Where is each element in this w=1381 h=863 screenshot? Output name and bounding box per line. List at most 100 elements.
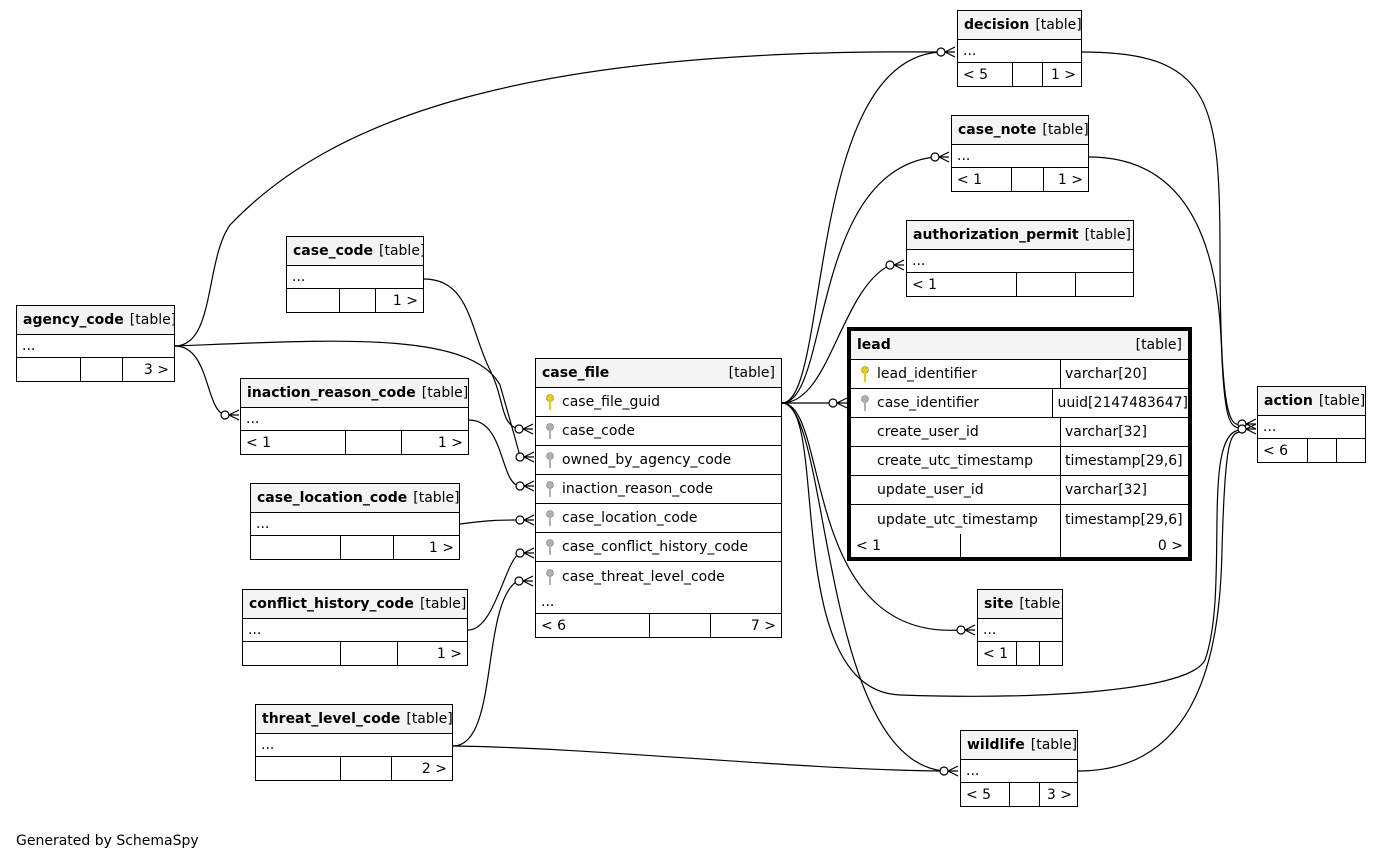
table-name: threat_level_code xyxy=(262,711,401,727)
child-count: 1 > xyxy=(1057,171,1083,188)
table-inaction-reason-code[interactable]: inaction_reason_code[table] ... < 1 1 > xyxy=(240,378,469,455)
table-lead[interactable]: lead [table] lead_identifier varchar[20] ca… xyxy=(847,327,1192,561)
column-type: timestamp[29,6] xyxy=(1065,453,1183,469)
table-case-note[interactable]: case_note[table] ... < 1 1 > xyxy=(951,115,1089,192)
table-type-label: [table] xyxy=(1019,596,1062,612)
table-type-label: [table] xyxy=(406,711,452,727)
column-count xyxy=(341,536,394,559)
collapsed-columns: ... xyxy=(978,619,1062,642)
collapsed-columns: ... xyxy=(958,40,1081,63)
column-row: case_code xyxy=(536,417,781,446)
foreign-key-icon xyxy=(540,537,560,557)
column-row: lead_identifier varchar[20] xyxy=(851,360,1188,389)
table-case-code[interactable]: case_code[table] ... 1 > xyxy=(286,236,424,313)
column-type: varchar[20] xyxy=(1065,366,1147,382)
crows-foot-marker-case-file-agency xyxy=(515,451,535,463)
child-count xyxy=(1337,439,1365,462)
column-row: case_threat_level_code xyxy=(536,562,781,591)
foreign-key-icon xyxy=(540,450,560,470)
column-count xyxy=(1308,439,1337,462)
table-name: action xyxy=(1264,393,1313,409)
table-authorization-permit[interactable]: authorization_permit[table] ... < 1 xyxy=(906,220,1134,297)
table-name: case_code xyxy=(293,243,374,259)
column-count xyxy=(1010,783,1040,806)
column-count xyxy=(346,431,402,454)
column-name: case_identifier xyxy=(877,395,980,411)
table-type-label: [table] xyxy=(379,243,423,259)
parent-count xyxy=(17,358,81,381)
table-footer: < 5 3 > xyxy=(961,783,1077,806)
column-name: case_conflict_history_code xyxy=(562,539,749,555)
table-footer: < 5 1 > xyxy=(958,63,1081,86)
table-name: wildlife xyxy=(967,737,1025,753)
crows-foot-marker-case-file-location xyxy=(515,514,535,526)
column-row: owned_by_agency_code xyxy=(536,446,781,475)
crows-foot-marker-inaction-reason xyxy=(220,409,240,421)
collapsed-columns: ... xyxy=(17,335,174,358)
table-wildlife[interactable]: wildlife[table] ... < 5 3 > xyxy=(960,730,1078,807)
table-name: site xyxy=(984,596,1014,612)
crows-foot-marker-decision xyxy=(936,46,956,58)
table-footer: < 1 xyxy=(907,273,1133,296)
column-name: update_user_id xyxy=(877,482,984,498)
table-threat-level-code[interactable]: threat_level_code[table] ... 2 > xyxy=(255,704,453,781)
table-conflict-history-code[interactable]: conflict_history_code[table] ... 1 > xyxy=(242,589,468,666)
table-action[interactable]: action[table] ... < 6 xyxy=(1257,386,1366,463)
column-row: create_utc_timestamp timestamp[29,6] xyxy=(851,447,1188,476)
column-name: lead_identifier xyxy=(877,366,977,382)
foreign-key-icon xyxy=(540,567,560,587)
table-footer: < 6 xyxy=(1258,439,1365,462)
parent-count xyxy=(251,536,341,559)
table-footer: < 1 0 > xyxy=(851,534,1188,557)
child-count: 1 > xyxy=(428,539,454,556)
collapsed-columns: ... xyxy=(907,250,1133,273)
child-count: 7 > xyxy=(750,617,776,634)
table-type-label: [table] xyxy=(1135,337,1182,353)
table-decision[interactable]: decision[table] ... < 5 1 > xyxy=(957,10,1082,87)
table-agency-code[interactable]: agency_code[table] ... 3 > xyxy=(16,305,175,382)
table-type-label: [table] xyxy=(1084,227,1131,243)
no-key-spacer xyxy=(855,422,875,442)
table-footer: < 6 7 > xyxy=(536,614,781,637)
generated-by-footer: Generated by SchemaSpy xyxy=(16,833,199,849)
column-count xyxy=(341,642,398,665)
table-footer: < 1 1 > xyxy=(952,168,1088,191)
child-count: 1 > xyxy=(1050,66,1076,83)
table-case-location-code[interactable]: case_location_code[table] ... 1 > xyxy=(250,483,460,560)
no-key-spacer xyxy=(855,510,875,530)
column-name: create_user_id xyxy=(877,424,979,440)
column-name: create_utc_timestamp xyxy=(877,453,1034,469)
collapsed-columns: ... xyxy=(243,619,467,642)
table-name: conflict_history_code xyxy=(249,596,414,612)
column-count xyxy=(1017,273,1076,296)
child-count: 1 > xyxy=(392,292,418,309)
table-name: decision xyxy=(964,17,1030,33)
column-row: case_conflict_history_code xyxy=(536,533,781,562)
child-count: 3 > xyxy=(143,361,169,378)
parent-count: < 1 xyxy=(241,431,346,454)
column-name: case_threat_level_code xyxy=(562,568,725,585)
parent-count: < 1 xyxy=(907,273,1017,296)
crows-foot-marker-action-a xyxy=(1237,418,1257,430)
table-name: lead xyxy=(857,337,891,353)
table-footer: 1 > xyxy=(251,536,459,559)
crows-foot-marker-wildlife xyxy=(939,765,959,777)
column-count xyxy=(1017,642,1040,665)
column-type: uuid[2147483647] xyxy=(1057,395,1188,411)
column-count xyxy=(81,358,123,381)
table-site[interactable]: site[table] ... < 1 xyxy=(977,589,1063,666)
child-count: 3 > xyxy=(1046,786,1072,803)
table-type-label: [table] xyxy=(421,385,468,401)
collapsed-columns: ... xyxy=(251,513,459,536)
table-footer: < 1 1 > xyxy=(241,431,468,454)
crows-foot-marker-case-file-conflict xyxy=(515,547,535,559)
no-key-spacer xyxy=(855,451,875,471)
column-name: owned_by_agency_code xyxy=(562,452,732,468)
parent-count: < 1 xyxy=(952,168,1012,191)
column-row: case_identifier uuid[2147483647] xyxy=(851,389,1188,418)
column-type: varchar[32] xyxy=(1065,424,1147,440)
table-type-label: [table] xyxy=(129,312,174,328)
